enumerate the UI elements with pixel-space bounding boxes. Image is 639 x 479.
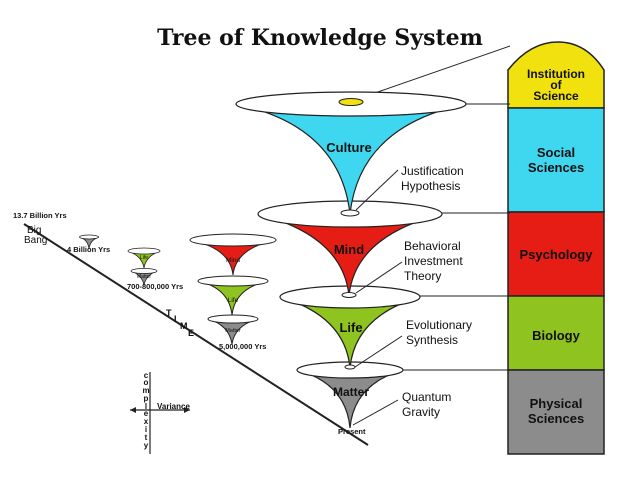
complexity-letter: y bbox=[144, 441, 149, 450]
medium-mind-label: Mind bbox=[226, 257, 240, 264]
five-million-label: 5,000,000 Yrs bbox=[219, 342, 266, 351]
complexity-letter: m bbox=[142, 386, 149, 395]
evolutionary-label-line2: Synthesis bbox=[406, 333, 458, 347]
life-cone-label: Life bbox=[339, 320, 362, 335]
medium-matter-cone bbox=[207, 314, 259, 345]
variance-arrow-right-icon bbox=[184, 407, 190, 413]
tiny-matter-cone bbox=[79, 234, 100, 250]
psychology-label: Psychology bbox=[520, 247, 594, 262]
diagram-title: Tree of Knowledge System bbox=[157, 25, 483, 51]
medium-life-label: Life bbox=[228, 297, 239, 304]
behavioral-label-line1: Behavioral bbox=[404, 239, 461, 253]
small-life-label-a: Life bbox=[140, 255, 148, 261]
time-line bbox=[23, 223, 369, 446]
complexity-letter: o bbox=[144, 378, 149, 387]
complexity-label: c o m p l e x i t y bbox=[142, 371, 149, 450]
biology-block bbox=[507, 295, 605, 371]
pointer-evolutionary bbox=[354, 335, 403, 368]
big-bang-time-label: 13.7 Billion Yrs bbox=[13, 211, 67, 220]
biology-label: Biology bbox=[532, 328, 580, 343]
four-billion-label: 4 Billion Yrs bbox=[67, 245, 110, 254]
mind-cone-label: Mind bbox=[334, 242, 364, 257]
quantum-label-line1: Quantum bbox=[402, 390, 451, 404]
institution-label-line3: Science bbox=[533, 89, 579, 103]
complexity-letter: e bbox=[144, 409, 149, 418]
culture-cone-label: Culture bbox=[326, 140, 372, 155]
time-letter-e: E bbox=[188, 328, 194, 338]
physical-sciences-label-line1: Physical bbox=[530, 396, 583, 411]
matter-cone-label: Matter bbox=[333, 385, 369, 399]
quantum-label-line2: Gravity bbox=[402, 405, 440, 419]
culture-cone bbox=[235, 91, 467, 217]
complexity-letter: i bbox=[145, 425, 147, 434]
behavioral-label-line2: Investment bbox=[404, 254, 463, 268]
institution-of-science-block bbox=[507, 41, 605, 109]
medium-matter-label: Matter bbox=[225, 328, 241, 334]
small-matter-label-a: Matter bbox=[137, 274, 152, 280]
variance-label: Variance bbox=[157, 402, 190, 411]
variance-arrow-left-icon bbox=[130, 407, 136, 413]
behavioral-label-line3: Theory bbox=[404, 269, 441, 283]
physical-sciences-label-line2: Sciences bbox=[528, 411, 584, 426]
social-sciences-block bbox=[507, 107, 605, 213]
complexity-letter: x bbox=[144, 417, 149, 426]
pointer-justification bbox=[355, 169, 399, 211]
big-bang-label-line2: Bang bbox=[24, 235, 47, 246]
physical-sciences-block bbox=[507, 369, 605, 455]
complexity-letter: t bbox=[145, 433, 148, 442]
institution-label-line1: Institution bbox=[527, 67, 585, 81]
complexity-letter: c bbox=[144, 371, 149, 380]
justification-label-line1: Justification bbox=[401, 164, 464, 178]
present-label: Present bbox=[338, 427, 366, 436]
time-letter-m: M bbox=[180, 321, 188, 331]
seven-hundred-million-label: 700-800,000 Yrs bbox=[127, 282, 183, 291]
small-matter-cone-a bbox=[130, 268, 158, 286]
complexity-letter: p bbox=[144, 394, 149, 403]
complexity-letter: l bbox=[145, 402, 147, 411]
social-sciences-label-line2: Sciences bbox=[528, 160, 584, 175]
time-letter-i: I bbox=[174, 314, 177, 324]
institution-label-line2: of bbox=[550, 78, 562, 92]
evolutionary-label-line1: Evolutionary bbox=[406, 318, 472, 332]
big-bang-label-line1: Big bbox=[27, 225, 41, 236]
pointer-behavioral bbox=[355, 261, 403, 294]
medium-life-cone bbox=[197, 275, 269, 316]
small-life-cone-a bbox=[127, 247, 161, 269]
justification-label-line2: Hypothesis bbox=[401, 179, 460, 193]
matter-cone bbox=[296, 361, 404, 429]
social-sciences-label-line1: Social bbox=[537, 145, 575, 160]
pointer-quantum bbox=[352, 399, 399, 426]
time-letter-t: T bbox=[166, 308, 172, 318]
medium-mind-cone bbox=[189, 233, 277, 276]
